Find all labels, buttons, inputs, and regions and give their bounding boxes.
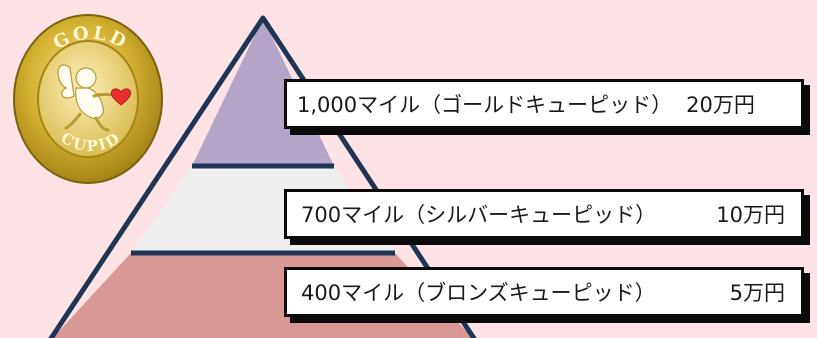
tier-bronze-amount: 5万円	[729, 281, 785, 305]
tier-gold-amount: 20万円	[686, 93, 755, 117]
tier-gold-box: 1,000マイル（ゴールドキューピッド） 20万円	[284, 79, 804, 129]
tier-bronze-box: 400マイル（ブロンズキューピッド） 5万円	[284, 267, 804, 317]
tier-silver-amount: 10万円	[716, 203, 785, 227]
heart-icon	[110, 88, 132, 106]
pyramid-outline	[48, 15, 477, 338]
cupid-with-heart-icon	[57, 64, 132, 132]
tier-gold-label: 1,000マイル（ゴールドキューピッド）	[297, 93, 673, 117]
tier-silver-box: 700マイル（シルバーキューピッド） 10万円	[284, 189, 804, 239]
tier-bronze-label: 400マイル（ブロンズキューピッド）	[301, 281, 656, 305]
gold-cupid-badge: GOLD CUPID	[13, 14, 163, 184]
pyramid-gold-tier	[192, 18, 334, 166]
tier-silver-label: 700マイル（シルバーキューピッド）	[301, 203, 657, 227]
